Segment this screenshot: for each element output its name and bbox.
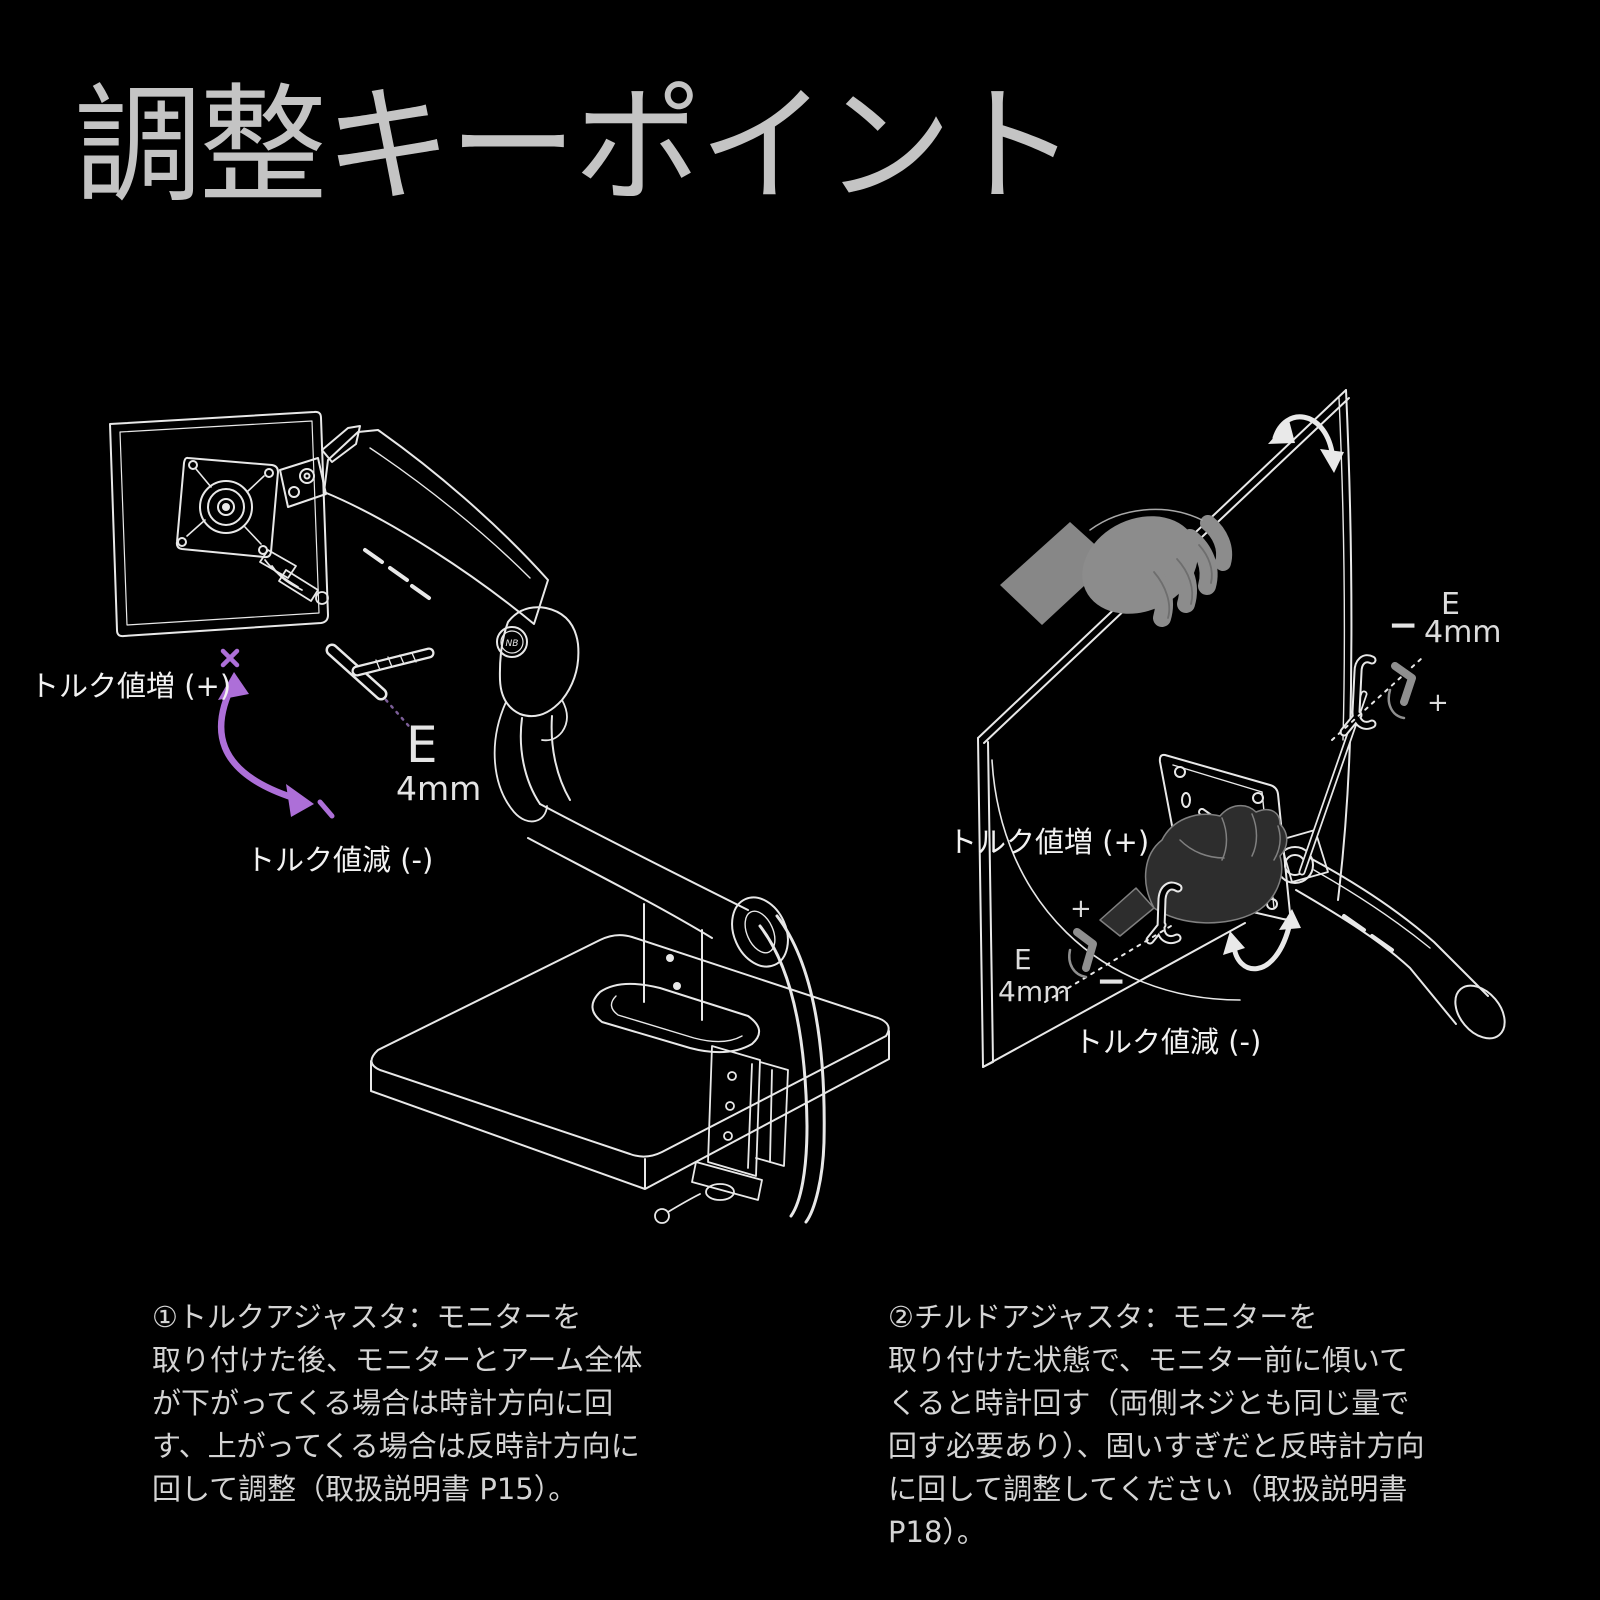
upper-arm <box>324 430 548 624</box>
purple-rotation-arrow <box>218 651 332 817</box>
desk-surface <box>371 935 889 1189</box>
label-left-torque-decrease: トルク値減 (-) <box>246 843 434 877</box>
lower-arm <box>528 804 798 975</box>
label-right-hex-bottom-minus: − <box>1096 961 1127 1002</box>
note-line: 回す必要あり）、固いすぎだと反時計方向 <box>888 1429 1425 1463</box>
note-line: 取り付けた後、モニターとアーム全体 <box>152 1343 643 1377</box>
note-torque-adjuster: ①トルクアジャスタ：モニターを 取り付けた後、モニターとアーム全体 が下がってく… <box>152 1296 642 1511</box>
note-line: 取り付けた状態で、モニター前に傾いて <box>888 1343 1408 1377</box>
cables <box>760 916 824 1222</box>
note-line: 回して調整（取扱説明書 P15）。 <box>152 1472 578 1506</box>
arm-neck <box>495 702 570 821</box>
label-right-torque-decrease: トルク値減 (-) <box>1074 1025 1262 1059</box>
hand-dark <box>1100 806 1287 936</box>
curved-monitor-panel <box>978 390 1351 1067</box>
note-line: が下がってくる場合は時計方向に回 <box>152 1386 614 1420</box>
illustration-monitor-tilt <box>940 360 1560 1120</box>
page-title: 調整キーポイント <box>74 72 1077 221</box>
note-tilt-adjuster: ②チルドアジャスタ：モニターを 取り付けた状態で、モニター前に傾いて くると時計… <box>888 1296 1425 1554</box>
label-right-hex-top-plus: + <box>1427 688 1449 718</box>
note-line: P18）。 <box>888 1515 986 1549</box>
label-right-hex-top-size: 4mm <box>1424 615 1502 650</box>
nb-logo-badge <box>497 627 527 657</box>
tilt-arrow-top <box>1268 417 1344 473</box>
arm-head-bracket <box>280 426 360 507</box>
key-rotation-glyph-top <box>1389 666 1412 718</box>
arm-right <box>1296 858 1515 1048</box>
illustration-monitor-arm-desk: NB <box>60 370 940 1250</box>
nb-logo-text: NB <box>506 639 519 649</box>
note-line: くると時計回す（両側ネジとも同じ量で <box>888 1386 1410 1420</box>
desk-clamp <box>655 1046 788 1223</box>
label-left-torque-increase: トルク値増 (+) <box>30 669 232 703</box>
elbow-joint: NB <box>497 607 578 740</box>
label-right-hex-bottom-plus: + <box>1070 894 1092 924</box>
label-right-torque-increase: トルク値増 (+) <box>948 825 1150 859</box>
hex-key-bottom <box>1045 886 1178 1002</box>
allen-key-icon <box>332 650 429 694</box>
vesa-plate <box>177 458 278 557</box>
hand-gray <box>1000 498 1224 632</box>
label-right-hex-top-letter: E <box>1441 587 1460 622</box>
note-line: ①トルクアジャスタ：モニターを <box>152 1300 582 1334</box>
label-right-hex-bottom-size: 4mm <box>998 975 1071 1008</box>
label-right-hex-bottom-letter: E <box>1014 943 1032 976</box>
note-line: す、上がってくる場合は反時計方向に <box>152 1429 640 1463</box>
riser-column <box>592 904 759 1052</box>
key-rotation-glyph-bottom <box>1069 932 1093 977</box>
cable-connectors <box>260 550 328 604</box>
label-left-hex-size: 4mm <box>396 769 482 808</box>
label-right-hex-top-minus: − <box>1388 605 1419 646</box>
monitor-panel <box>110 412 328 636</box>
hex-key-top <box>1302 658 1422 872</box>
note-line: に回して調整してください（取扱説明書 <box>888 1472 1408 1506</box>
rotation-arrow-bottom <box>1223 909 1301 969</box>
note-line: ②チルドアジャスタ：モニターを <box>888 1300 1318 1334</box>
label-left-hex-letter: E <box>406 716 438 774</box>
pointer-dotted-line <box>386 700 414 732</box>
